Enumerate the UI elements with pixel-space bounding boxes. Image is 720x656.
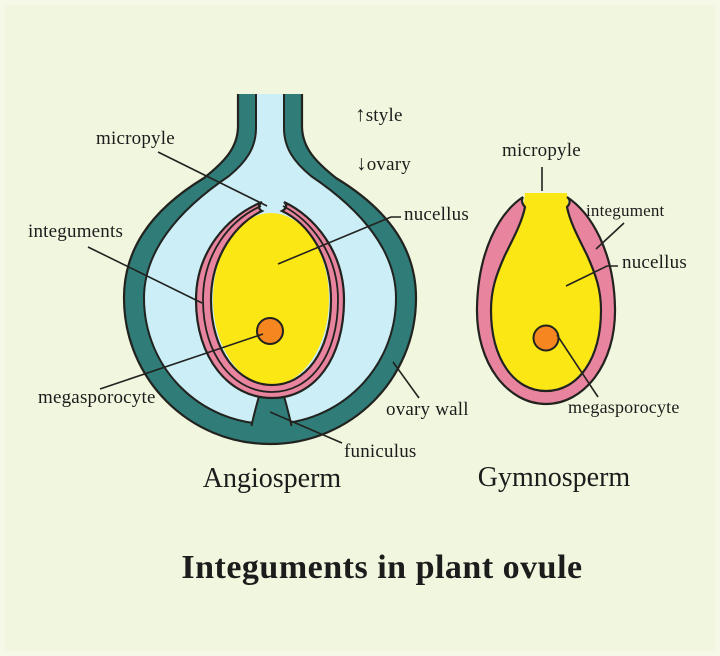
micropyle-leader-line: [157, 151, 268, 207]
label-funiculus: funiculus: [344, 441, 417, 462]
megasporocyte-shape-gymnosperm: [532, 324, 560, 352]
nucellus-leader-line-gym: [565, 265, 618, 287]
caption-angiosperm: Angiosperm: [202, 463, 342, 494]
funiculus-edge-right: [283, 395, 293, 427]
nucellus-shape-gymnosperm: [492, 193, 600, 390]
caption-gymnosperm: Gymnosperm: [477, 462, 631, 493]
label-micropyle-gymnosperm: micropyle: [502, 140, 581, 161]
integuments-divider-line: [202, 205, 339, 393]
label-integuments: integuments: [28, 221, 124, 242]
integument-shape-gymnosperm: [475, 196, 617, 406]
funiculus-leader-line: [269, 411, 343, 444]
ovary-wall-leader-line: [392, 361, 420, 399]
label-style: ↑style: [355, 102, 403, 127]
label-ovary: ↓ovary: [356, 151, 411, 176]
label-style-text: style: [365, 105, 403, 126]
megasporocyte-leader-line-gym: [556, 334, 599, 398]
page-title: Integuments in plant ovule: [181, 549, 583, 586]
label-nucellus-angiosperm: nucellus: [404, 204, 469, 225]
label-micropyle-angiosperm: micropyle: [96, 128, 175, 149]
megasporocyte-leader-line: [99, 333, 264, 390]
integuments-leader-line: [87, 246, 203, 304]
label-megasporocyte-gymnosperm: megasporocyte: [568, 397, 680, 417]
integument-leader-line-gym: [595, 222, 625, 250]
angiosperm-figure: [87, 94, 420, 446]
label-nucellus-gymnosperm: nucellus: [622, 252, 687, 273]
nucellus-leader-line: [277, 216, 401, 265]
label-ovary-wall: ovary wall: [386, 399, 469, 420]
down-arrow-icon: ↓: [356, 151, 367, 175]
label-megasporocyte-angiosperm: megasporocyte: [38, 387, 156, 408]
megasporocyte-shape: [256, 317, 284, 345]
up-arrow-icon: ↑: [355, 102, 366, 126]
nucellus-shape: [213, 213, 329, 385]
gymnosperm-figure: [475, 167, 625, 406]
label-ovary-text: ovary: [366, 154, 411, 175]
funiculus-edge-left: [250, 395, 260, 427]
integuments-shape: [194, 200, 346, 400]
label-integument-gymnosperm: integument: [586, 201, 665, 220]
